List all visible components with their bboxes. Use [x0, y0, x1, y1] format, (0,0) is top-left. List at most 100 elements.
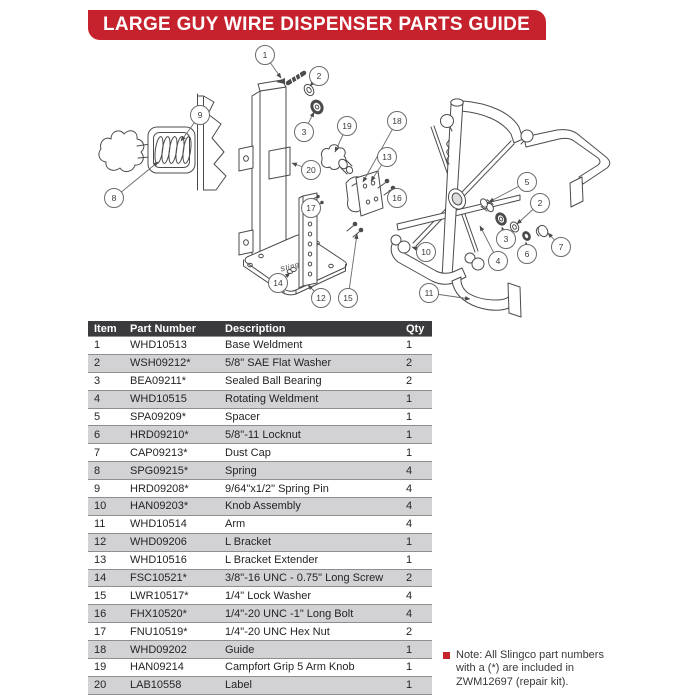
svg-text:5: 5 [525, 177, 530, 187]
table-row: 3 BEA09211* Sealed Ball Bearing 2 [88, 371, 432, 390]
lower-hook-arm [451, 276, 518, 311]
cell-description: Base Weldment [225, 339, 303, 352]
cell-qty: 2 [406, 625, 413, 638]
cell-qty: 1 [406, 554, 413, 567]
table-row: 14 FSC10521* 3/8"-16 UNC - 0.75" Long Sc… [88, 568, 432, 587]
cell-part-number: SPA09209* [130, 411, 187, 423]
cell-part-number: WHD09206 [130, 536, 187, 549]
cell-item: 3 [94, 375, 101, 388]
detail-inset-drawing [98, 93, 227, 191]
mount-tab-lower [238, 229, 254, 256]
callout-2-15: 2 [516, 193, 550, 225]
callout-16-10: 16 [387, 188, 407, 208]
table-row: 11 WHD10514 Arm 4 [88, 514, 432, 533]
svg-text:9: 9 [198, 110, 203, 120]
cell-item: 13 [94, 554, 107, 567]
callout-3-2: 3 [294, 111, 315, 142]
cell-part-number: WHD10514 [130, 518, 187, 531]
callout-1-0: 1 [255, 45, 282, 79]
callout-19-5: 19 [334, 116, 357, 153]
cell-description: 9/64"x1/2" Spring Pin [225, 482, 329, 495]
parts-table: Item Part Number Description Qty 1 WHD10… [88, 321, 432, 695]
upper-hook-tab [569, 176, 584, 208]
table-row: 17 FNU10519* 1/4"-20 UNC Hex Nut 2 [88, 622, 432, 641]
cell-qty: 1 [406, 393, 413, 406]
cell-description: Campfort Grip 5 Arm Knob [225, 661, 355, 674]
repair-kit-note: Note: All Slingco part numbers with a (*… [443, 649, 663, 689]
cell-item: 8 [94, 464, 101, 477]
cell-qty: 4 [406, 482, 413, 495]
parts-table-header: Item Part Number Description Qty [88, 321, 432, 336]
note-line-1: Note: All Slingco part numbers [456, 649, 604, 661]
lower-hook-tab [507, 282, 522, 318]
cell-item: 5 [94, 411, 101, 423]
plate-screw [286, 267, 297, 274]
svg-text:2: 2 [538, 198, 543, 208]
callout-4-19: 4 [479, 225, 508, 271]
callout-13-7: 13 [370, 147, 397, 182]
cell-description: Rotating Weldment [225, 393, 319, 406]
ratchet-teeth [446, 139, 450, 165]
cell-description: Knob Assembly [225, 500, 301, 513]
column-header-part-number: Part Number [130, 322, 197, 335]
diagram-svg: Slingco [98, 45, 611, 318]
cell-item: 16 [94, 607, 107, 620]
callout-9-3: 9 [180, 105, 210, 142]
cell-qty: 1 [406, 411, 413, 423]
svg-text:14: 14 [273, 278, 283, 288]
callout-7-18: 7 [547, 232, 571, 257]
cell-description: 5/8" SAE Flat Washer [225, 357, 332, 370]
note-text: Note: All Slingco part numbers with a (*… [456, 649, 604, 689]
table-row: 19 HAN09214 Campfort Grip 5 Arm Knob 1 [88, 658, 432, 676]
svg-text:11: 11 [425, 288, 434, 298]
callout-2-1: 2 [309, 66, 329, 87]
cell-part-number: WHD10516 [130, 554, 187, 567]
svg-text:8: 8 [112, 193, 117, 203]
table-row: 9 HRD09208* 9/64"x1/2" Spring Pin 4 [88, 479, 432, 498]
svg-text:13: 13 [382, 152, 392, 162]
cell-item: 7 [94, 446, 101, 459]
cell-qty: 4 [406, 464, 413, 477]
cell-item: 10 [94, 500, 107, 513]
cell-part-number: HAN09214 [130, 661, 184, 674]
cell-item: 11 [94, 518, 106, 531]
cell-qty: 2 [406, 375, 413, 388]
rotating-weldment-drawing [390, 98, 611, 318]
callout-14-11: 14 [268, 272, 291, 293]
column-header-item: Item [94, 322, 117, 335]
cell-description: Arm [225, 518, 246, 531]
cell-part-number: WHD09202 [130, 643, 187, 656]
cell-description: Sealed Ball Bearing [225, 375, 322, 388]
svg-text:3: 3 [504, 234, 509, 244]
cell-qty: 4 [406, 589, 413, 602]
callout-15-13: 15 [338, 233, 359, 308]
cell-part-number: BEA09211* [130, 375, 187, 388]
cell-description: 3/8"-16 UNC - 0.75" Long Screw [225, 572, 384, 585]
torn-edge [203, 95, 227, 191]
table-row: 4 WHD10515 Rotating Weldment 1 [88, 389, 432, 408]
cell-item: 15 [94, 589, 107, 602]
cell-part-number: HAN09203* [130, 500, 189, 513]
exploded-fasteners-drawing [480, 198, 549, 241]
svg-text:4: 4 [496, 256, 501, 266]
table-row: 5 SPA09209* Spacer 1 [88, 407, 432, 426]
ball-bearing-part [495, 212, 507, 226]
cell-item: 18 [94, 643, 107, 656]
callout-3-16: 3 [496, 226, 516, 249]
cell-description: 1/4"-20 UNC Hex Nut [225, 625, 330, 638]
callout-18-6: 18 [362, 111, 407, 183]
cell-part-number: FNU10519* [130, 625, 188, 638]
note-line-2: with a (*) are included in [456, 662, 575, 675]
cell-description: 1/4" Lock Washer [225, 589, 312, 602]
svg-text:3: 3 [302, 127, 307, 137]
svg-text:10: 10 [421, 247, 431, 257]
cell-qty: 4 [406, 518, 413, 531]
cell-description: L Bracket [225, 536, 272, 549]
cell-part-number: FHX10520* [130, 607, 187, 620]
extender-holes [362, 180, 379, 205]
table-row: 16 FHX10520* 1/4"-20 UNC -1" Long Bolt 4 [88, 604, 432, 623]
column-header-description: Description [225, 322, 286, 335]
cell-item: 19 [94, 661, 107, 674]
upper-hook-arm [523, 129, 611, 185]
page-title-banner: LARGE GUY WIRE DISPENSER PARTS GUIDE [88, 10, 546, 40]
